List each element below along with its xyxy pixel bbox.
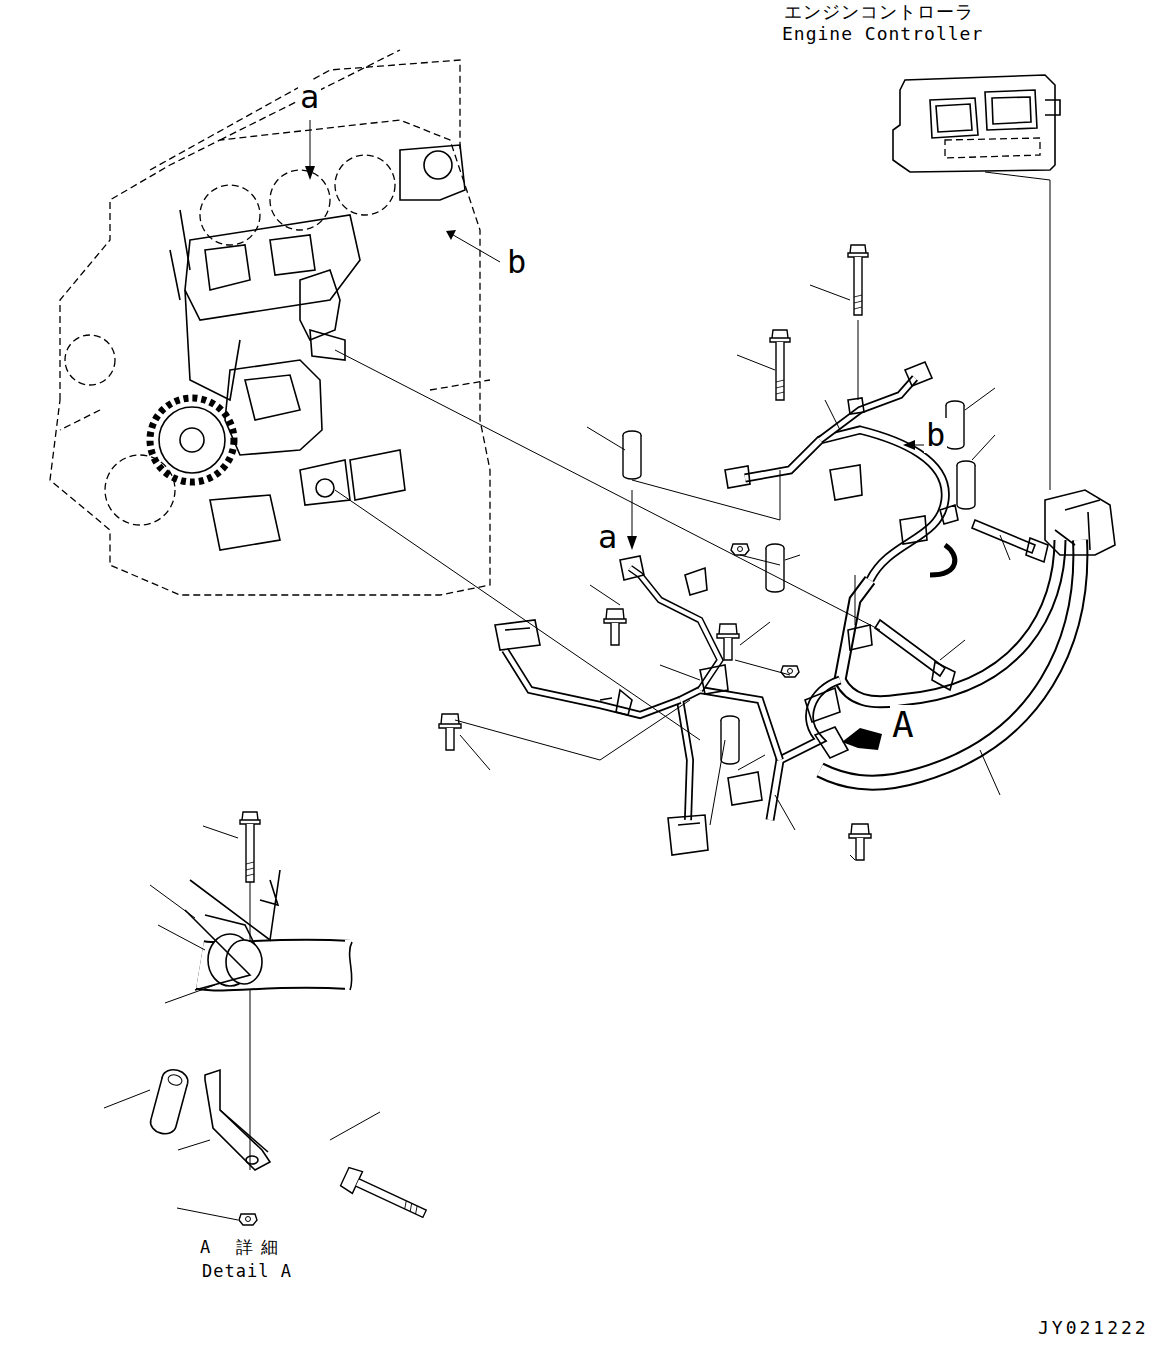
detail-title: A 詳細 xyxy=(198,1238,288,1257)
view-letter: a xyxy=(298,80,321,115)
detail-title: Detail A xyxy=(200,1262,294,1281)
drawing-number: JY021222 xyxy=(1036,1318,1151,1338)
controller-label: エンジンコントローラ xyxy=(782,2,976,22)
detail-arrow-label: A xyxy=(890,705,916,745)
controller-label: Engine Controller xyxy=(780,24,985,44)
view-letter: b xyxy=(924,418,947,453)
view-letter: b xyxy=(505,245,528,280)
view-letter: a xyxy=(596,520,619,555)
